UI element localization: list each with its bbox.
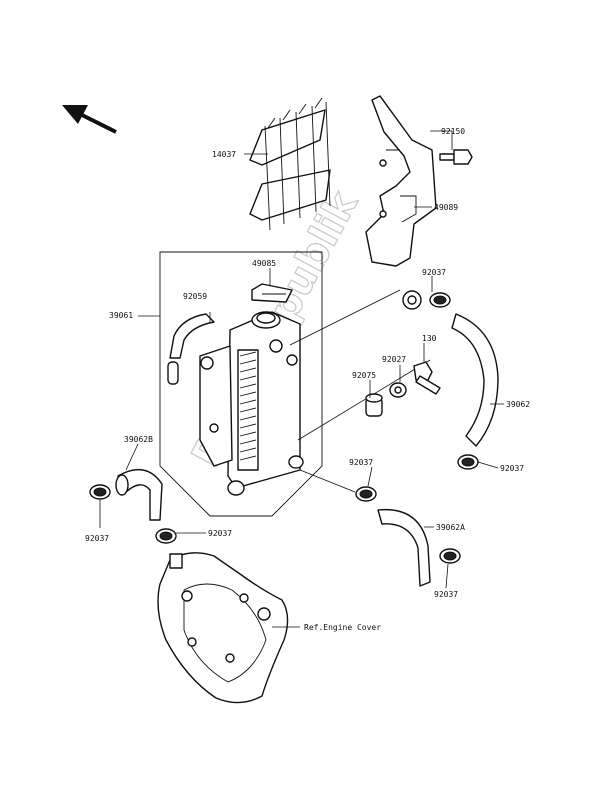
label-49089: 49089: [434, 203, 458, 212]
radiator-louver: [249, 97, 331, 231]
label-92150: 92150: [441, 127, 465, 136]
label-92037-f: 92037: [434, 590, 458, 599]
label-engine-cover: Ref.Engine Cover: [304, 623, 381, 632]
direction-arrow-icon: [62, 105, 117, 134]
label-39062A: 39062A: [436, 523, 465, 532]
clamp-92037-c: [355, 486, 377, 502]
engine-cover: [157, 552, 289, 704]
label-49085: 49085: [252, 259, 276, 268]
label-92037-e: 92037: [208, 529, 232, 538]
label-92027: 92027: [382, 355, 406, 364]
breather-hose-92059: [167, 313, 215, 385]
label-39062: 39062: [506, 400, 530, 409]
radiator-group-outline: [159, 251, 323, 517]
label-92037-b: 92037: [500, 464, 524, 473]
label-39062B: 39062B: [124, 435, 153, 444]
hose-39062A: [377, 508, 431, 587]
label-14037: 14037: [212, 150, 236, 159]
clamp-92037-e: [155, 528, 177, 544]
hose-39062B: [115, 468, 163, 521]
leader-lines: [99, 130, 504, 628]
label-39061: 39061: [109, 311, 133, 320]
radiator-shroud: [365, 95, 437, 267]
bolt-130: [413, 361, 441, 395]
label-92037-a: 92037: [422, 268, 446, 277]
washer-92027: [389, 382, 407, 398]
clamp-92037-b: [457, 454, 479, 470]
label-92037-d: 92037: [85, 534, 109, 543]
clamp-92037-f: [439, 548, 461, 564]
hose-39062: [451, 313, 499, 447]
label-92075: 92075: [352, 371, 376, 380]
radiator: [199, 311, 304, 496]
grommet-92075: [365, 393, 383, 417]
projection-lines: [289, 289, 431, 493]
clamp-92037-d: [89, 484, 111, 500]
label-130: 130: [422, 334, 437, 343]
fitting-icon: [402, 290, 422, 310]
cushion-49085: [251, 283, 293, 303]
bolt-92150: [439, 149, 473, 165]
label-92037-c: 92037: [349, 458, 373, 467]
clamp-92037-a: [429, 292, 451, 308]
label-92059: 92059: [183, 292, 207, 301]
